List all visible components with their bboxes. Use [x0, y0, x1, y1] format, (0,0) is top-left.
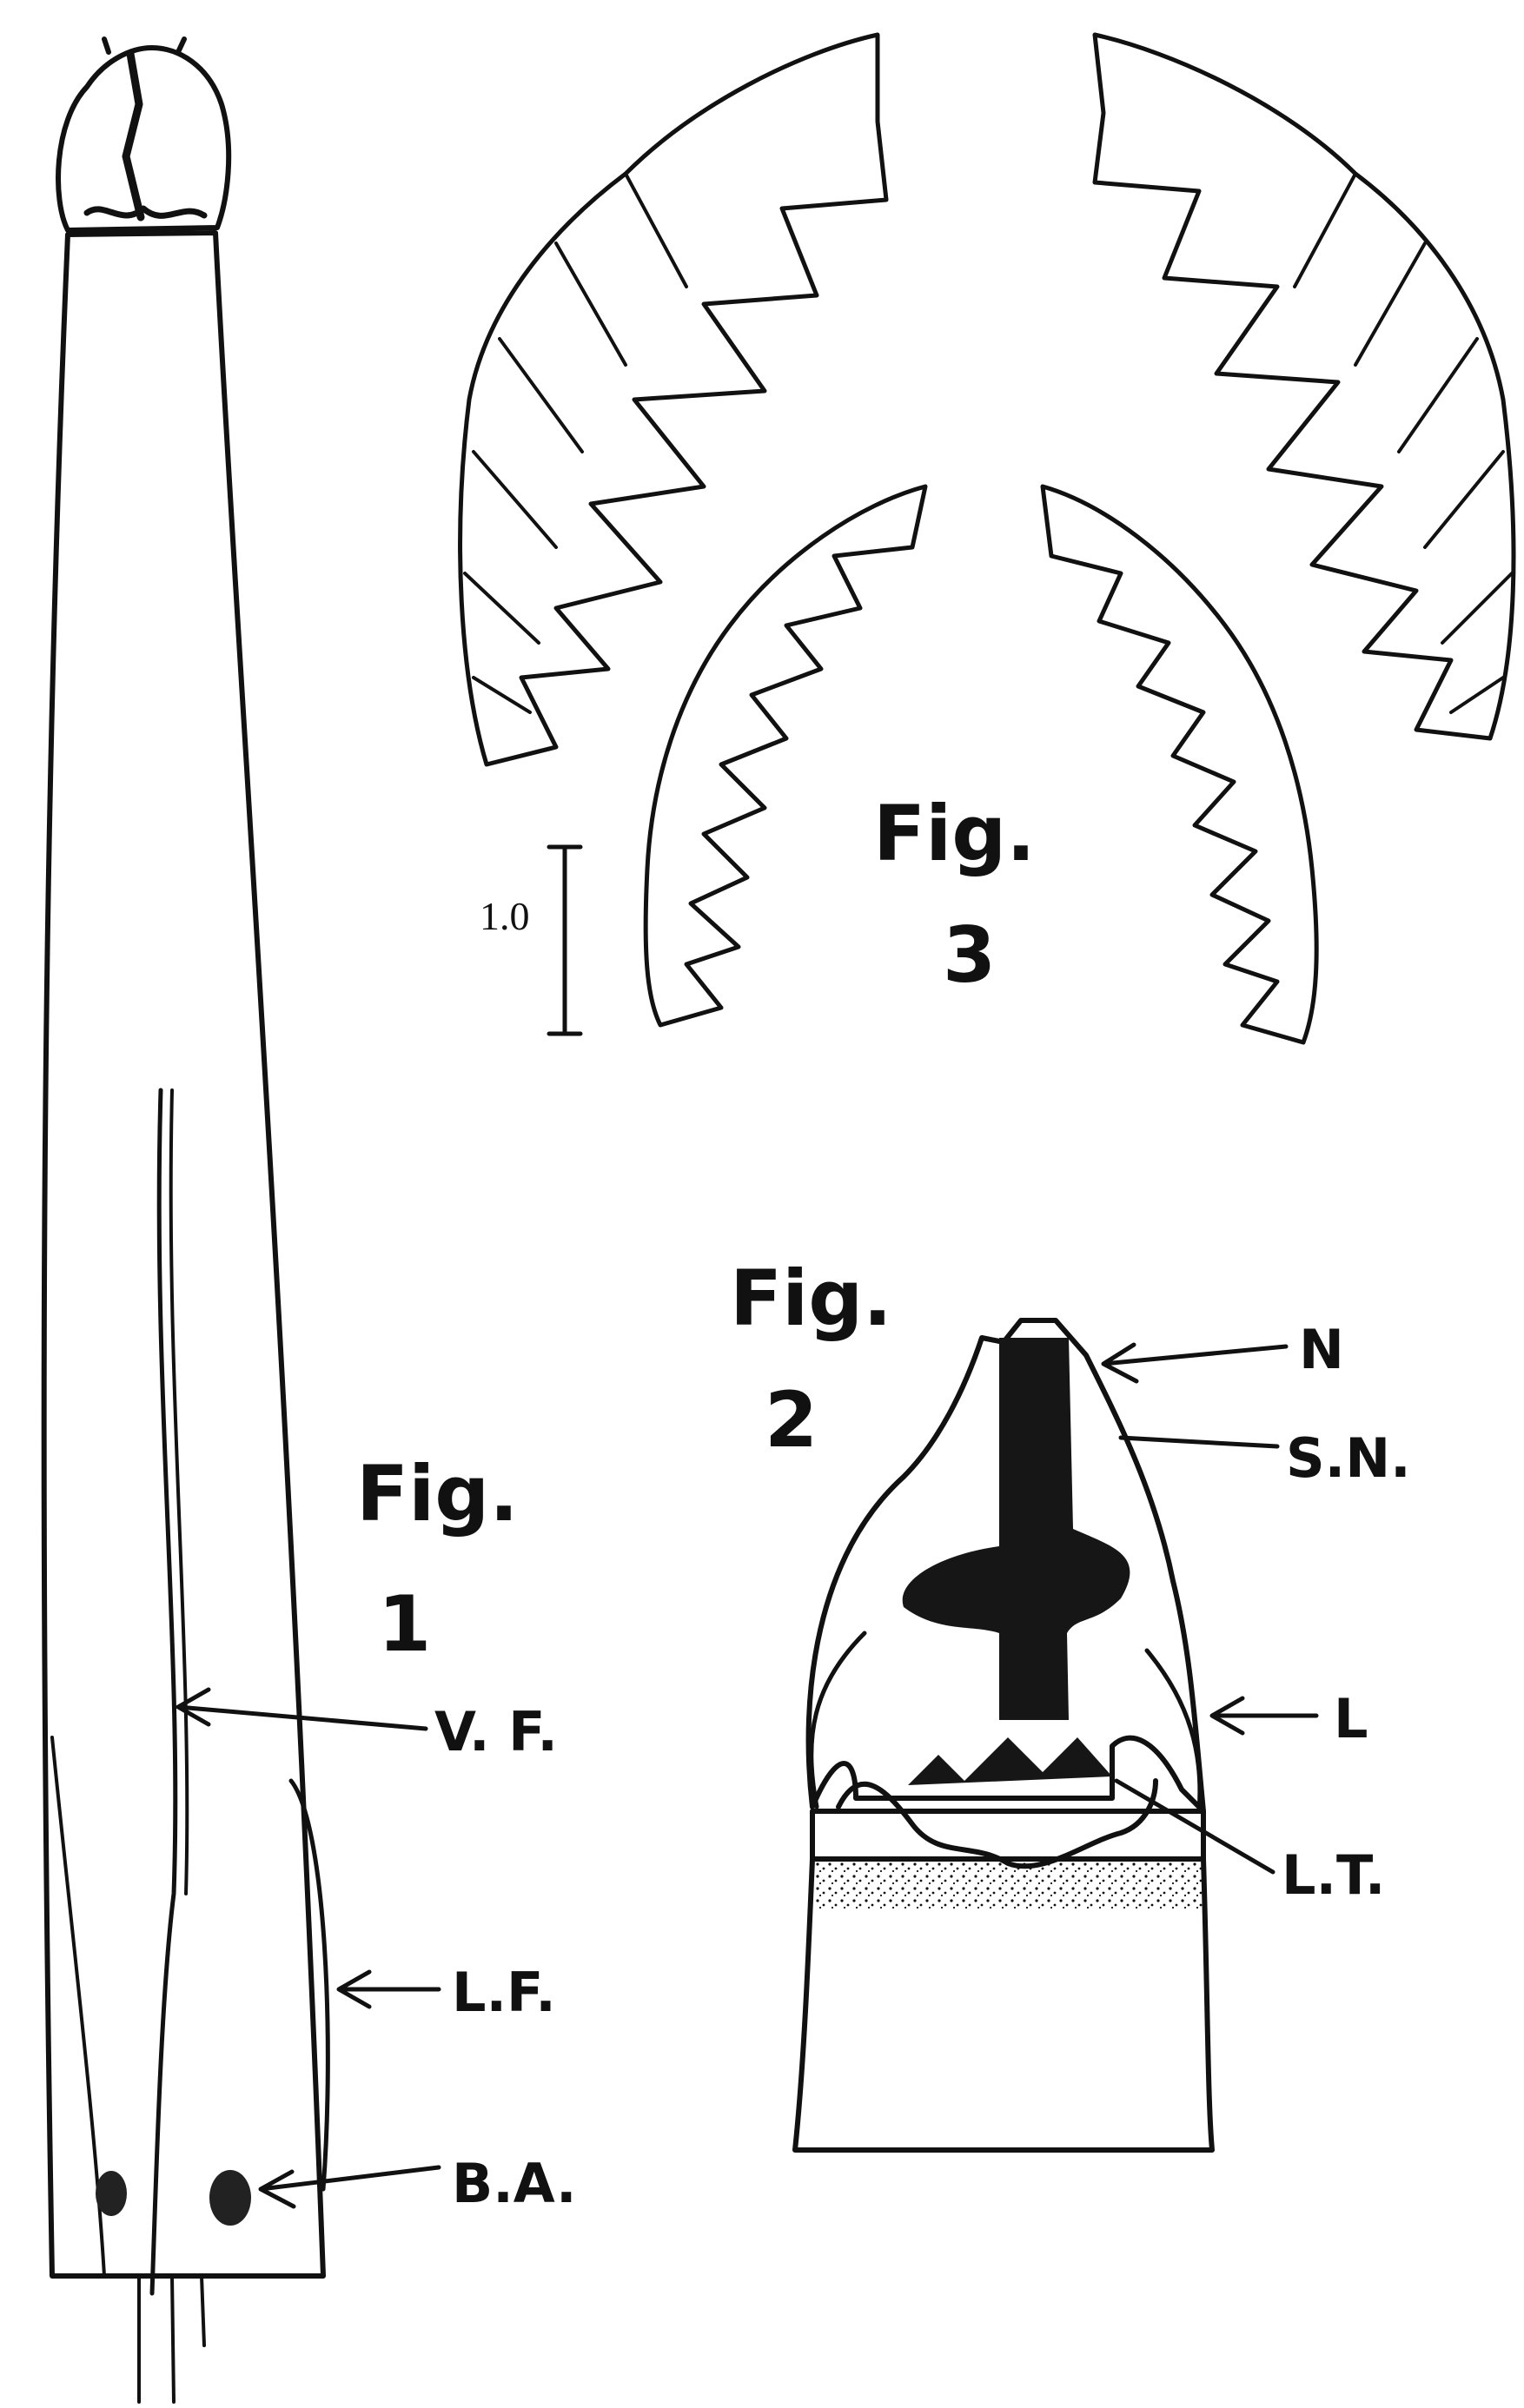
fig2-head-drawing [795, 1320, 1212, 2150]
svg-text:N: N [1299, 1318, 1344, 1381]
svg-text:Fig.: Fig. [356, 1449, 519, 1538]
fig2-caption: Fig. 2 [730, 1254, 892, 1465]
svg-text:1: 1 [378, 1579, 431, 1669]
fig1-label-ba: B.A. [261, 2152, 577, 2215]
fig1-label-lf: L.F. [339, 1961, 556, 2024]
svg-text:L.T.: L.T. [1282, 1843, 1386, 1907]
fig3-caption: Fig. 3 [873, 789, 1036, 1000]
svg-text:S.N.: S.N. [1286, 1426, 1411, 1490]
fig3-scale-bar: 1.0 [480, 847, 580, 1034]
svg-text:1.0: 1.0 [480, 894, 530, 938]
fig1-label-vf: V. F. [178, 1690, 558, 1763]
fig2-label-sn: S.N. [1121, 1426, 1411, 1490]
svg-text:V. F.: V. F. [434, 1700, 558, 1763]
svg-text:L: L [1334, 1687, 1368, 1750]
fig1-body-drawing [44, 39, 328, 2402]
fig1-caption: Fig. 1 [356, 1449, 519, 1669]
svg-text:2: 2 [765, 1375, 818, 1465]
fig2-label-l: L [1212, 1687, 1368, 1750]
svg-text:3: 3 [943, 910, 996, 1000]
svg-text:Fig.: Fig. [873, 789, 1036, 878]
fig2-label-n: N [1103, 1318, 1344, 1381]
fig3-tooth-rows [461, 35, 1514, 1042]
svg-text:B.A.: B.A. [452, 2152, 577, 2215]
svg-text:L.F.: L.F. [452, 1961, 556, 2024]
svg-text:Fig.: Fig. [730, 1254, 892, 1343]
